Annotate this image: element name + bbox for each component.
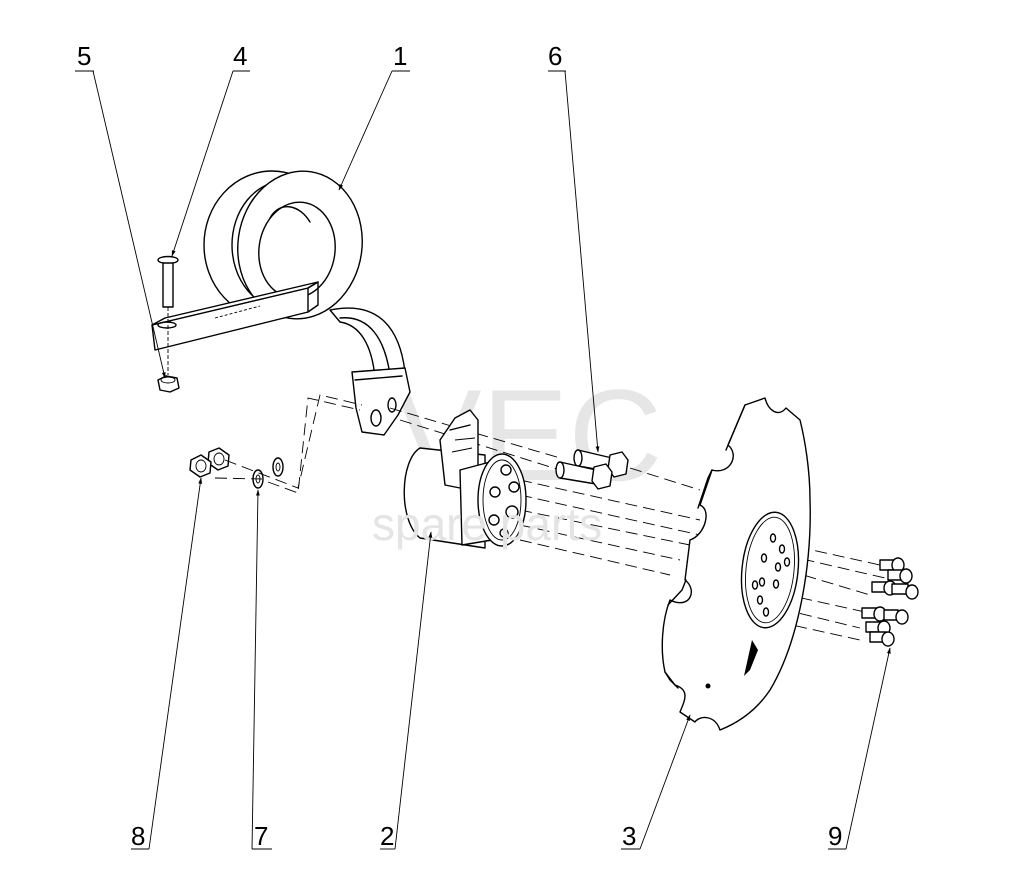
disc-bolt-holes (751, 533, 791, 617)
part-lock-nut[interactable] (157, 375, 180, 393)
callout-6[interactable]: 6 (548, 41, 600, 453)
part-hub-bearing-housing[interactable] (403, 409, 527, 549)
part-washers[interactable] (252, 457, 284, 489)
callout-1[interactable]: 1 (338, 41, 410, 191)
callout-label-6: 6 (548, 41, 562, 71)
callout-label-7: 7 (254, 821, 268, 851)
callout-8[interactable]: 8 (131, 477, 203, 851)
callout-7[interactable]: 7 (251, 489, 272, 851)
part-coil-spring-tine[interactable] (151, 163, 411, 436)
callout-label-4: 4 (233, 41, 247, 71)
callout-9[interactable]: 9 (828, 647, 891, 851)
callout-label-5: 5 (77, 41, 91, 71)
part-hex-bolts[interactable] (555, 449, 629, 490)
callout-label-1: 1 (393, 41, 407, 71)
callout-2[interactable]: 2 (380, 531, 433, 851)
callout-label-2: 2 (380, 821, 394, 851)
part-notched-disc[interactable] (661, 397, 811, 731)
part-disc-bolts[interactable] (861, 557, 919, 647)
callout-label-9: 9 (828, 821, 842, 851)
callout-label-8: 8 (131, 821, 145, 851)
callout-3[interactable]: 3 (621, 714, 691, 851)
callout-5[interactable]: 5 (75, 41, 166, 379)
part-countersunk-bolt[interactable] (157, 255, 179, 376)
assembly-lines (214, 394, 886, 641)
part-hex-nuts[interactable] (189, 447, 230, 478)
callout-4[interactable]: 4 (171, 41, 250, 257)
callout-label-3: 3 (622, 821, 636, 851)
